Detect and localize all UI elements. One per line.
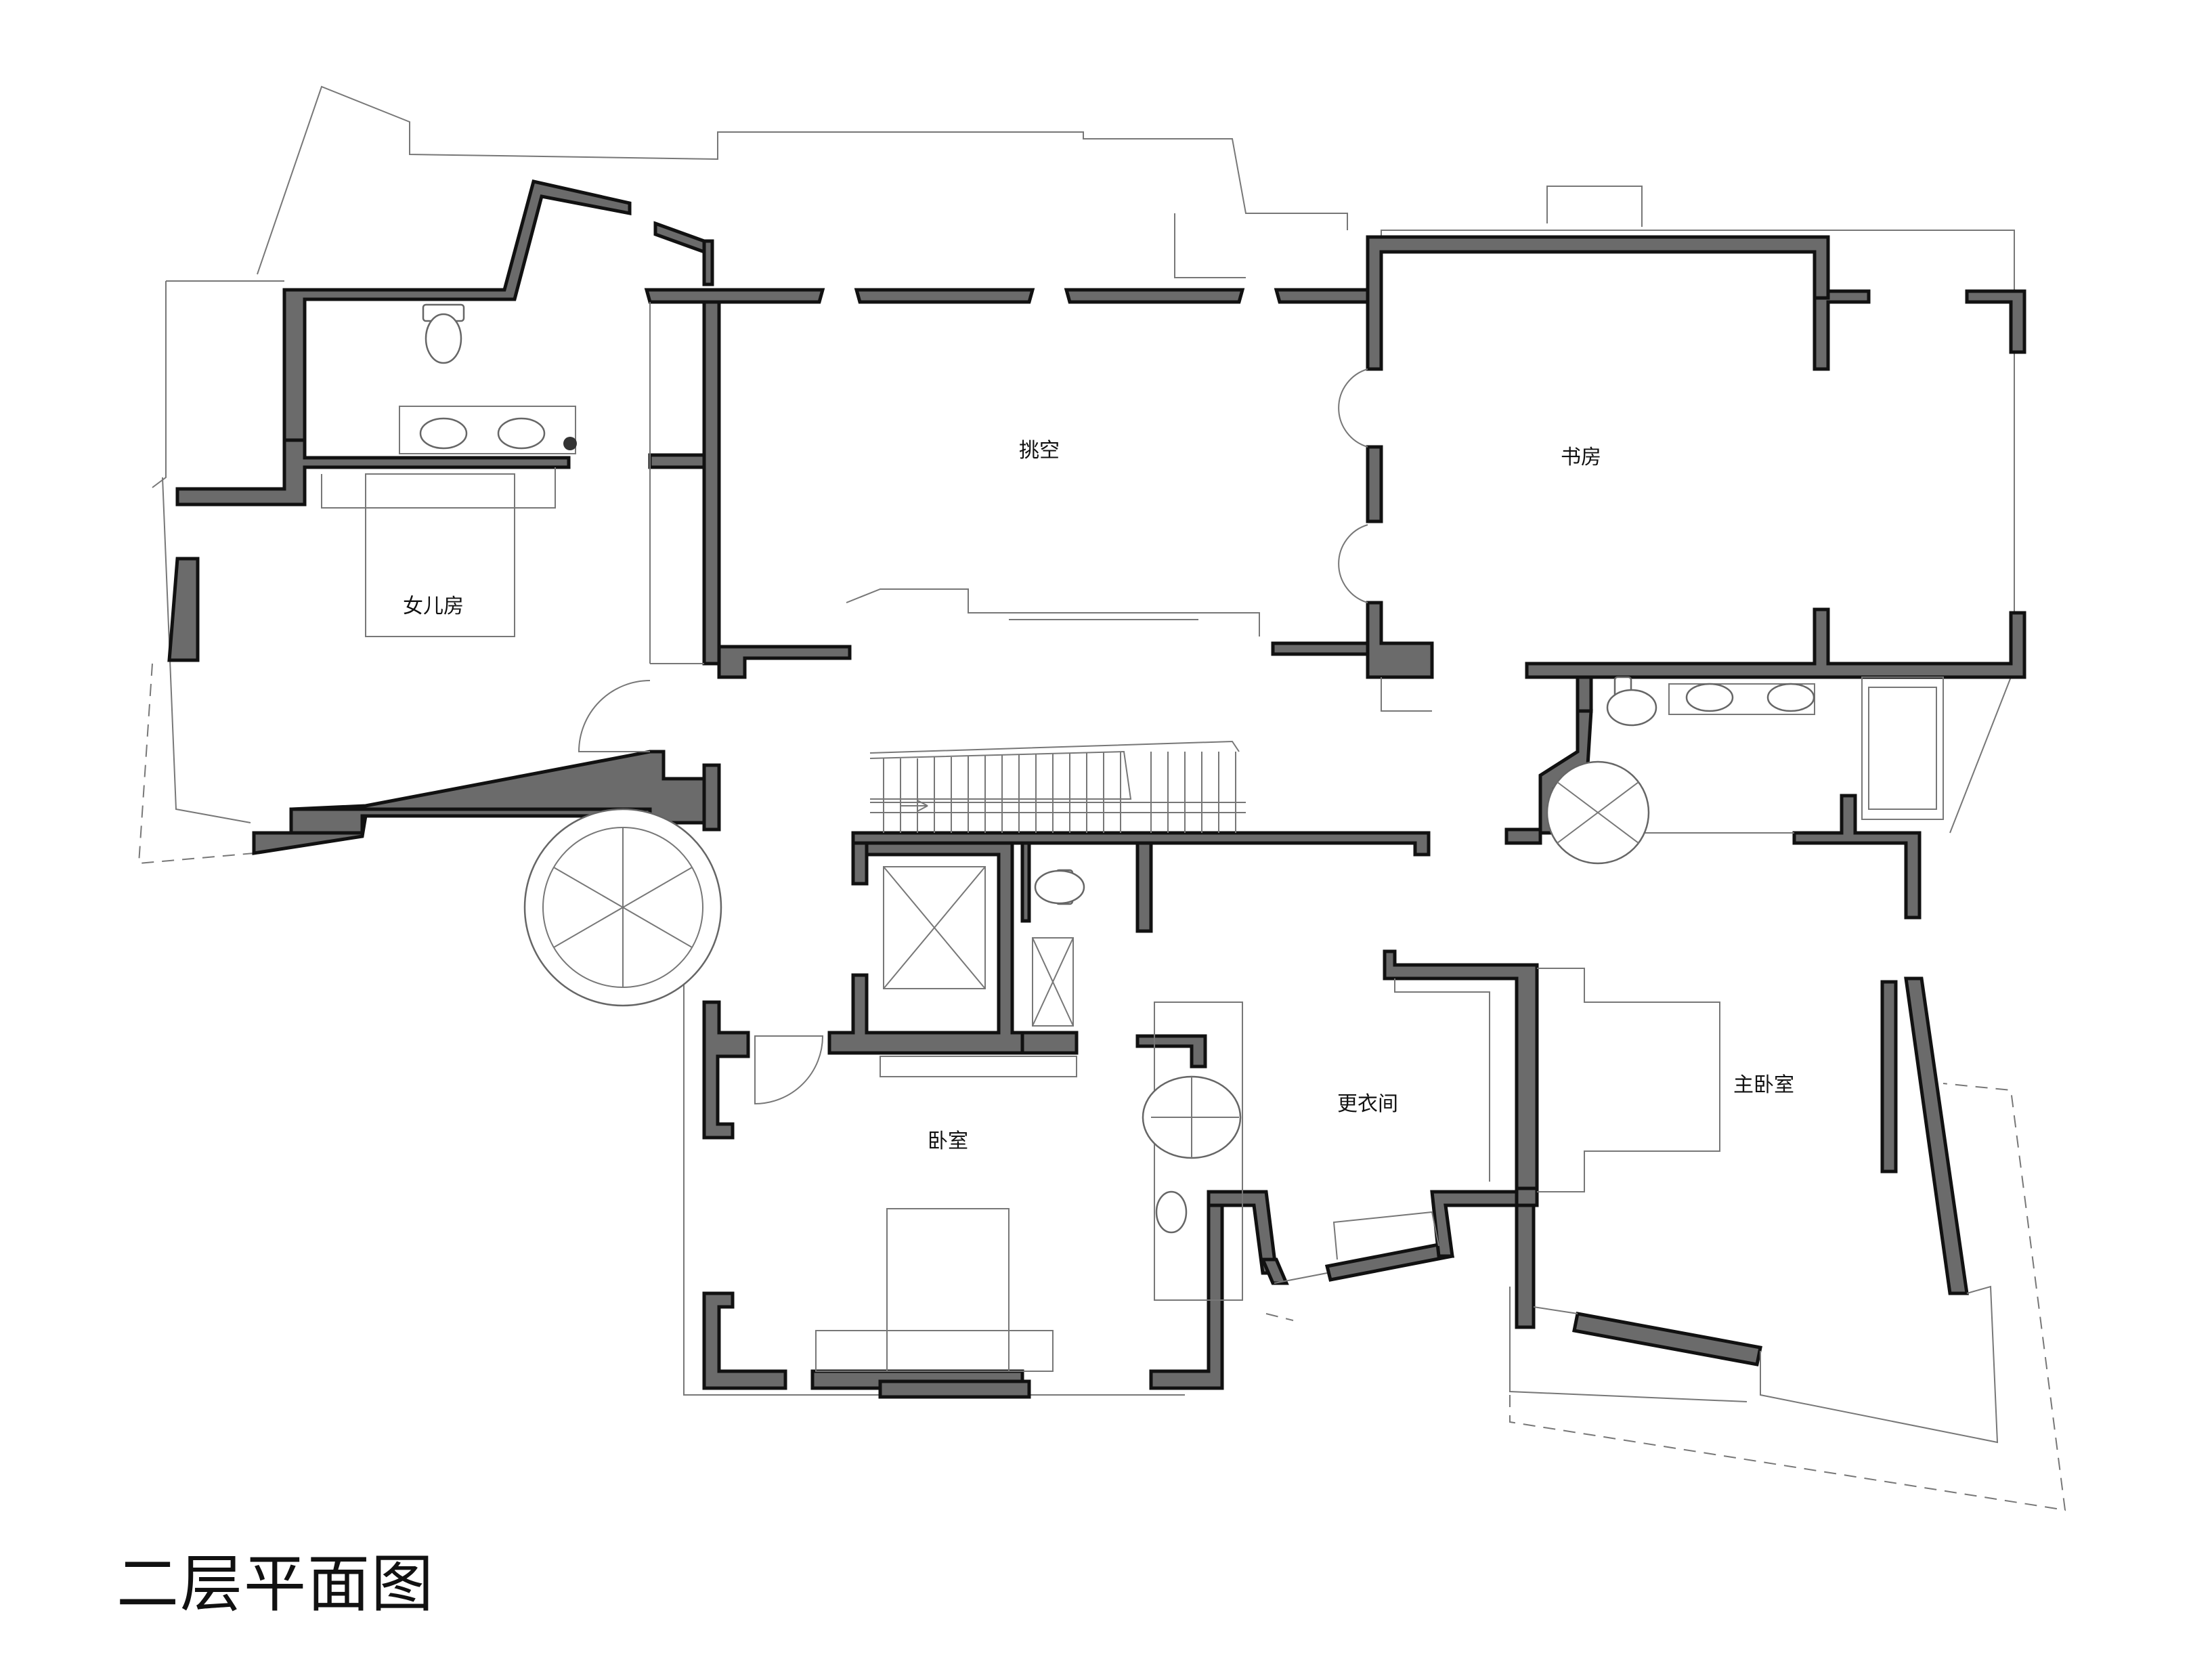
walls (167, 179, 2026, 1399)
interior-lines (321, 302, 1999, 1444)
room-label-dressing: 更衣间 (1337, 1092, 1398, 1116)
room-label-bedroom: 卧室 (928, 1129, 968, 1153)
room-labels: 女儿房 挑空 书房 卧室 更衣间 主卧室 (403, 439, 1794, 1153)
room-label-study: 书房 (1561, 446, 1601, 469)
round-tower (523, 760, 1650, 1159)
site-outline (152, 85, 2015, 1402)
room-label-master: 主卧室 (1733, 1073, 1794, 1097)
door-swings (578, 368, 1368, 1105)
elevator-shaft (883, 866, 1074, 1027)
plan-title: 二层平面图 (116, 1548, 435, 1620)
room-label-void: 挑空 (1019, 439, 1060, 462)
balcony-outlines (137, 663, 2066, 1511)
staircase (869, 740, 1246, 833)
room-label-daughter: 女儿房 (403, 595, 464, 618)
bathroom-fixtures (419, 303, 1815, 1234)
